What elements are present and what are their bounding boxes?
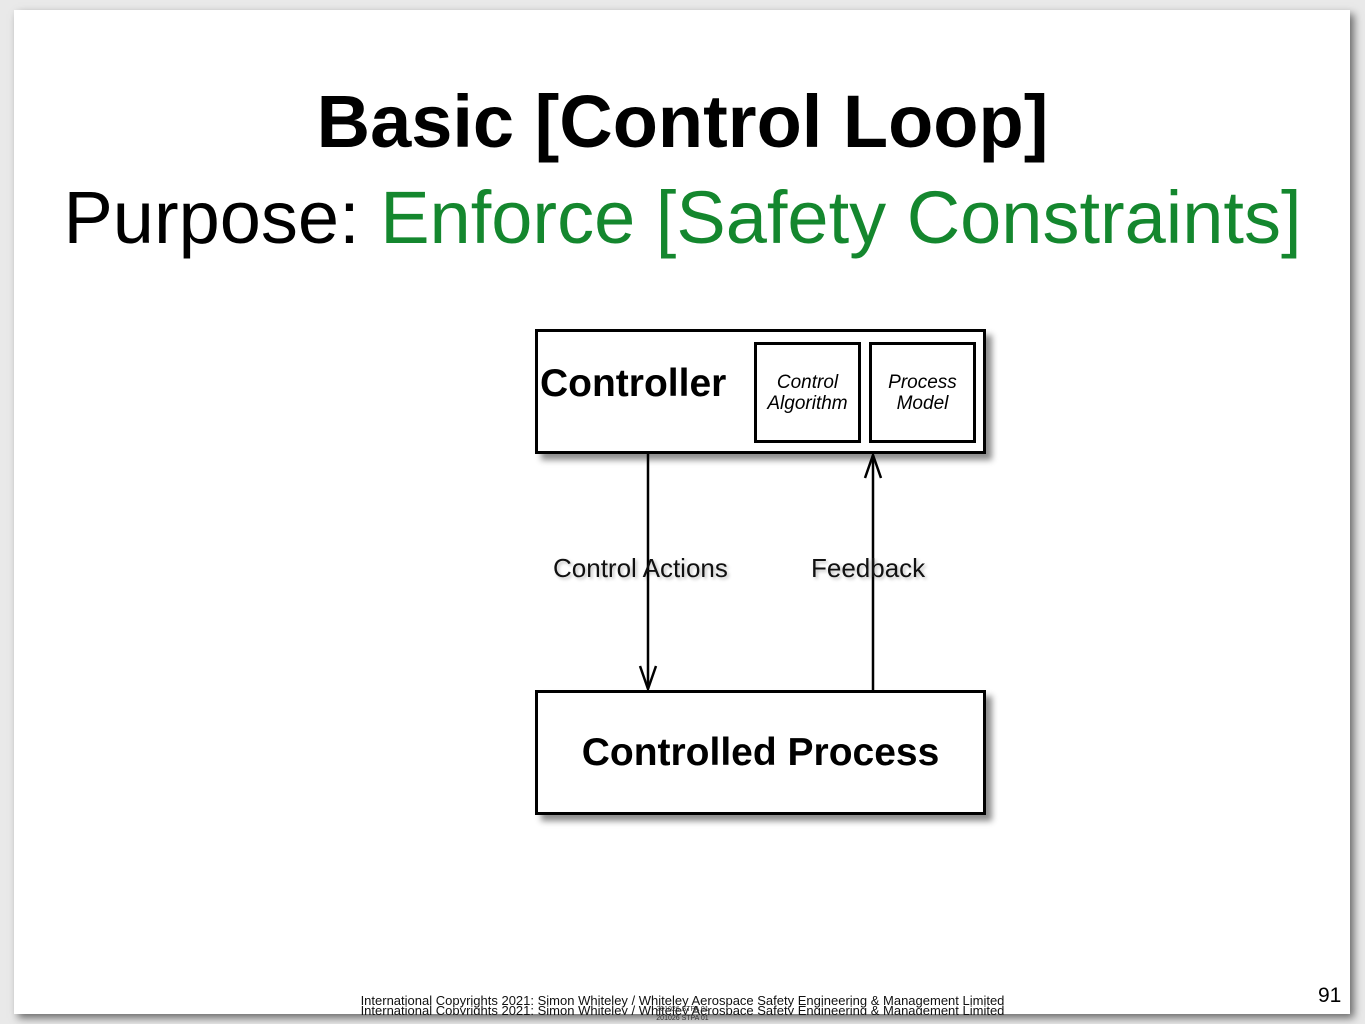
copyright-footer-ghost: International Copyrights 2021: Simon Whi… — [360, 1005, 1005, 1015]
process-model-line2: Model — [896, 392, 949, 414]
slide-title: Basic [Control Loop] — [316, 80, 1049, 163]
controller-label: Controller — [540, 362, 727, 405]
controlled-process-box: Controlled Process — [535, 690, 986, 815]
control-actions-label: Control Actions — [553, 553, 728, 583]
copyright-footer: International Copyrights 2021: Simon Whi… — [360, 993, 1005, 1008]
feedback-label: Feedback — [811, 553, 926, 583]
process-model-line1: Process — [888, 371, 957, 393]
control-algorithm-line1: Control — [776, 371, 839, 393]
control-algorithm-line2: Algorithm — [767, 392, 848, 414]
controlled-process-label: Controlled Process — [581, 730, 940, 774]
page-number: 91 — [1318, 984, 1342, 1007]
doc-code: 201026 STPA 01 — [656, 1006, 709, 1013]
process-model-box: Process Model — [869, 342, 976, 443]
subtitle-accent: Enforce [Safety Constraints] — [380, 176, 1302, 259]
control-actions-arrowhead — [638, 665, 658, 693]
subtitle-prefix: Purpose: — [63, 176, 381, 259]
slide-canvas — [14, 10, 1350, 1014]
feedback-arrowhead — [863, 451, 883, 479]
slide-subtitle: Purpose: Enforce [Safety Constraints] — [0, 170, 1365, 266]
control-algorithm-box: Control Algorithm — [754, 342, 861, 443]
doc-code-ghost: 201026 STPA 01 — [656, 1015, 709, 1022]
